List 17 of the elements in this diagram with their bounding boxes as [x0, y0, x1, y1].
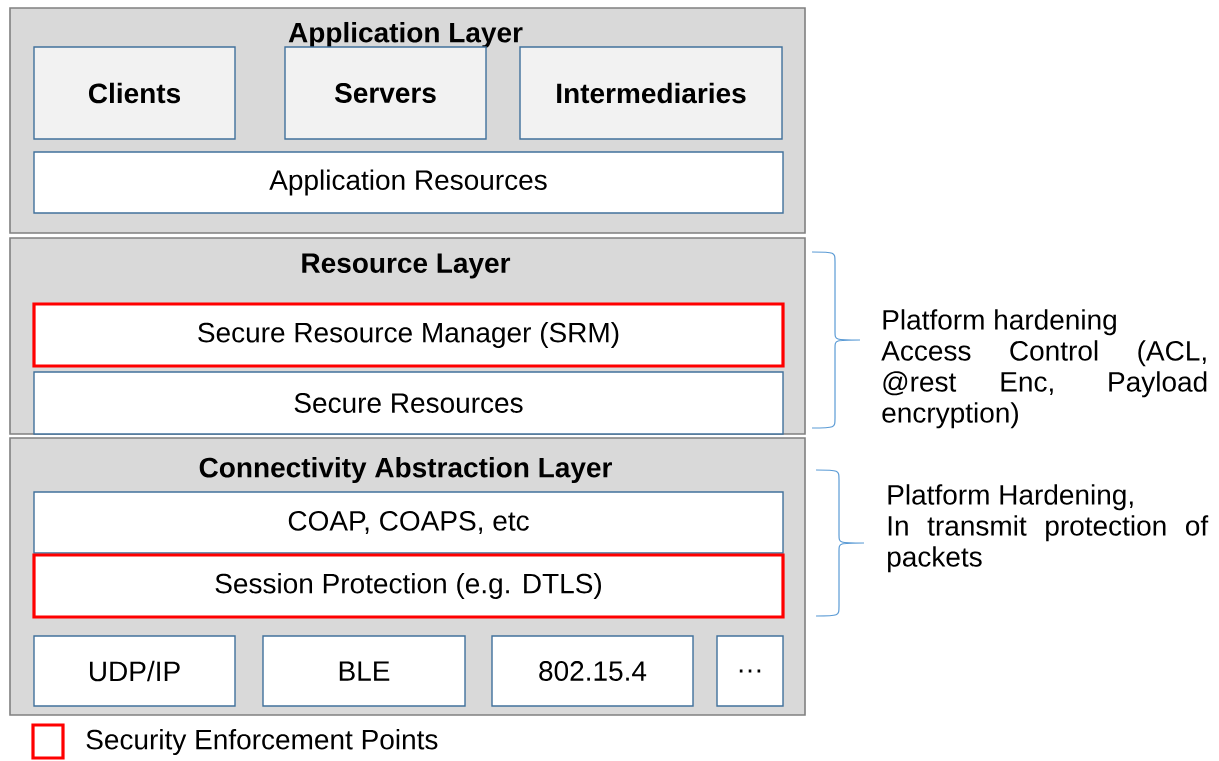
enforcement-box: Secure Resource Manager (SRM) [32, 302, 785, 368]
legend-text: Security Enforcement Points [86, 728, 438, 756]
component-box: 802.15.4 [491, 635, 694, 707]
annotation-text: Access Control (ACL, @rest Enc, Payload encryption) [881, 340, 1207, 429]
component-box: Secure Resources [33, 371, 784, 435]
component-box: UDP/IP [33, 635, 236, 707]
component-box: COAP, COAPS, etc [33, 491, 784, 554]
component-box: Clients [33, 46, 236, 140]
component-box: … [716, 635, 784, 707]
annotation-text: Platform hardening [883, 309, 1116, 336]
enforcement-box: Session Protection (e.g. DTLS) [32, 553, 785, 619]
annotation-text: Platform Hardening, [888, 484, 1133, 511]
component-box: Application Resources [33, 151, 784, 214]
component-box: BLE [262, 635, 466, 707]
component-box: Intermediaries [519, 46, 783, 140]
component-box: Servers [284, 46, 487, 140]
annotation-text: In transmit protection of packets [888, 515, 1209, 573]
